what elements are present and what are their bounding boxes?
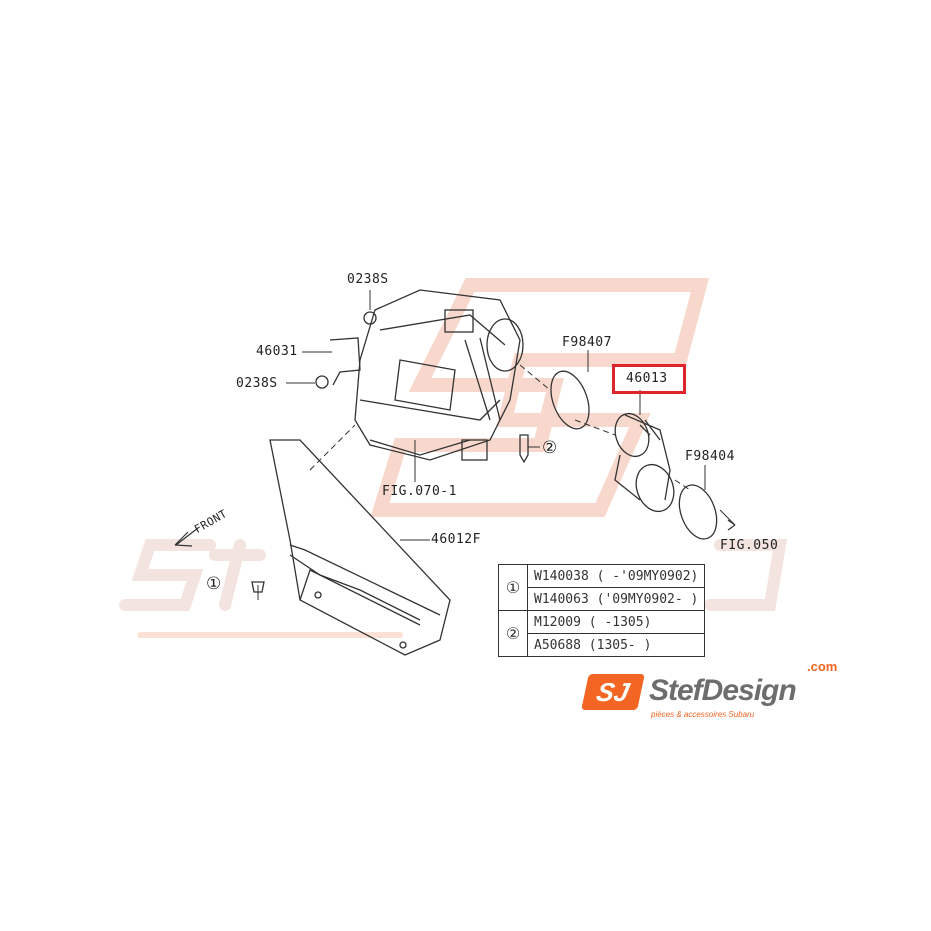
label-nut-left: 0238S (236, 376, 278, 391)
legend-part: A50688 (1305- ) (526, 633, 706, 657)
bolt-drawing (519, 434, 529, 464)
watermark-picture (119, 278, 788, 638)
logo-mark: SJ (581, 674, 645, 710)
legend-row: W140063 ('09MY0902- ) (499, 587, 706, 611)
legend-row: ② M12009 ( -1305) (498, 610, 706, 657)
label-duct: 46013 (626, 371, 668, 386)
marker-clip: ① (206, 574, 222, 594)
fig050-arrow-icon (727, 519, 736, 531)
intake-snorkel-drawing (269, 439, 451, 656)
legend-marker: ① (498, 564, 528, 611)
nut-left-drawing (315, 375, 329, 389)
stefdesign-logo: SJ .com StefDesign pièces & accessoires … (581, 659, 847, 724)
label-clamp-upper: F98407 (562, 335, 612, 350)
front-arrow-icon (174, 527, 199, 547)
logo-name: StefDesign (649, 674, 797, 707)
clamp-upper-drawing (550, 370, 590, 430)
label-fig-throttle: FIG.050 (720, 538, 779, 553)
bracket-drawing (329, 337, 361, 386)
legend-row: ① W140038 ( -'09MY0902) (498, 564, 706, 611)
label-bracket: 46031 (256, 344, 298, 359)
intake-duct-drawing (614, 412, 675, 513)
legend-marker: ② (498, 610, 528, 657)
legend-row: A50688 (1305- ) (499, 633, 706, 657)
logo-domain: .com (807, 659, 838, 674)
air-box-drawing (354, 289, 524, 461)
label-fig-airbox: FIG.070-1 (382, 484, 457, 499)
parts-legend-table: ① W140038 ( -'09MY0902) W140063 ('09MY09… (498, 564, 706, 657)
label-nut-top: 0238S (347, 272, 389, 287)
clamp-lower-drawing (678, 484, 718, 540)
legend-part: W140038 ( -'09MY0902) (526, 564, 706, 588)
logo-tagline: pièces & accessoires Subaru (651, 710, 755, 719)
highlight-box (612, 364, 686, 394)
clip-drawing (251, 581, 265, 593)
legend-part: M12009 ( -1305) (526, 610, 706, 634)
label-clamp-lower: F98404 (685, 449, 735, 464)
label-intake: 46012F (431, 532, 481, 547)
watermark-logo-icon (370, 278, 710, 517)
nut-top-drawing (363, 311, 377, 325)
marker-bolt: ② (542, 438, 558, 458)
legend-part: W140063 ('09MY0902- ) (526, 587, 706, 611)
